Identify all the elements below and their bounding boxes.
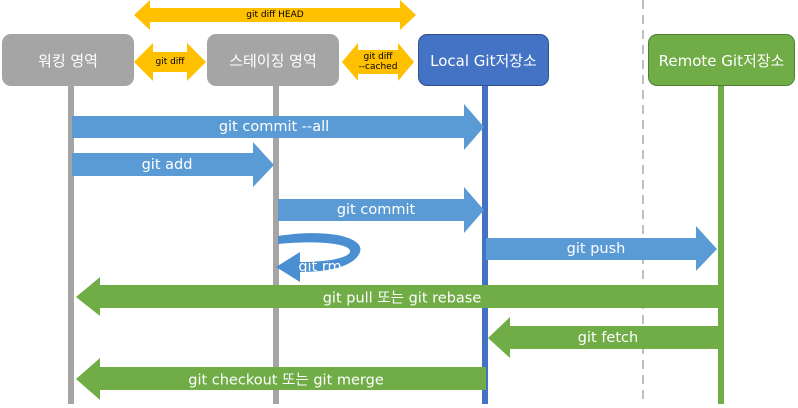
add-label: git add — [141, 157, 193, 173]
local-repo-label: Local Git저장소 — [430, 51, 537, 70]
add-arrow — [72, 142, 274, 187]
commit-all-label: git commit --all — [218, 119, 330, 135]
remote-lifeline — [718, 86, 724, 404]
local-lifeline — [482, 86, 488, 404]
remote-repo-label: Remote Git저장소 — [658, 51, 785, 70]
diff-cached-label: git diff --cached — [359, 52, 398, 72]
checkout-label: git checkout 또는 git merge — [188, 372, 384, 389]
diff-cached-line2: --cached — [358, 62, 398, 72]
diff-head-arrow — [134, 0, 416, 30]
working-area-box: 워킹 영역 — [2, 34, 134, 86]
pull-label: git pull 또는 git rebase — [322, 290, 482, 307]
rm-label: git rm — [298, 259, 342, 275]
diff-label: git diff — [155, 57, 185, 67]
fetch-arrow — [488, 317, 718, 358]
pull-arrow — [76, 277, 718, 316]
diff-cached-line1: git diff — [363, 52, 393, 62]
push-label: git push — [566, 241, 626, 257]
commit-all-arrow — [72, 104, 484, 150]
remote-repo-box: Remote Git저장소 — [648, 34, 795, 86]
commit-arrow — [278, 187, 484, 233]
working-area-label: 워킹 영역 — [38, 51, 98, 70]
commit-label: git commit — [336, 202, 416, 218]
rm-curve — [278, 233, 361, 272]
diff-cached-arrow — [342, 43, 414, 81]
staging-lifeline — [273, 86, 279, 404]
diff-arrow — [134, 43, 206, 81]
local-repo-box: Local Git저장소 — [418, 34, 549, 86]
staging-area-box: 스테이징 영역 — [207, 34, 339, 86]
diff-head-label: git diff HEAD — [246, 10, 304, 20]
fetch-label: git fetch — [577, 330, 639, 346]
staging-area-label: 스테이징 영역 — [229, 51, 317, 70]
push-arrow — [486, 226, 717, 271]
working-lifeline — [68, 86, 74, 404]
checkout-arrow — [76, 358, 486, 400]
rm-arrowhead — [276, 252, 300, 282]
